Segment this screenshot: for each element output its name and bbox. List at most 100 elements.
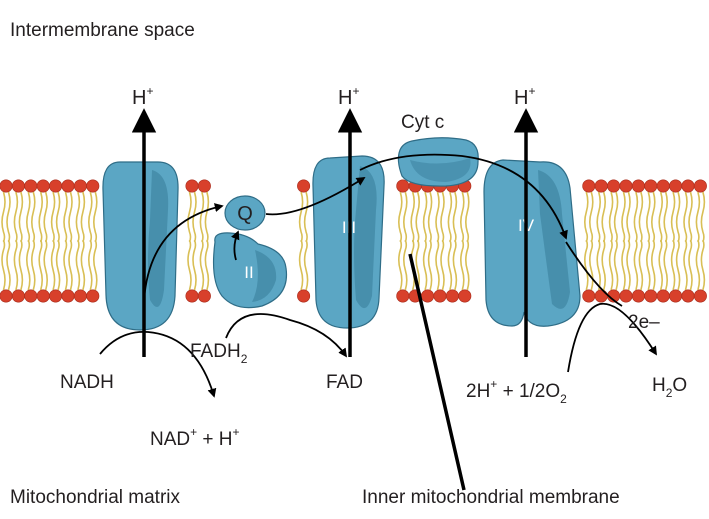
lipid-tail [422, 191, 428, 243]
lipid-tail [663, 191, 668, 243]
lipid-tail [670, 239, 676, 291]
lipid-head [24, 289, 38, 303]
complex-iv: IV [483, 159, 581, 327]
lipid-head [396, 289, 410, 303]
lipid-tail [13, 239, 19, 291]
lipid-tail [199, 239, 205, 291]
lipid-tail [403, 239, 408, 291]
lipid-tail [638, 239, 644, 291]
lipid-tail [626, 239, 631, 291]
lipid-head [607, 179, 621, 193]
lipid-tail [675, 191, 681, 243]
lipid-head [73, 179, 87, 193]
oxygen-protons-label: 2H+ + 1/2O2 [466, 377, 567, 406]
lipid-tail [427, 191, 433, 243]
lipid-head [619, 179, 633, 193]
lipid-tail [584, 239, 589, 291]
lipid-tail [460, 191, 465, 243]
lipid-tail [675, 239, 681, 291]
lipid-head [582, 289, 596, 303]
lipid-head [36, 179, 50, 193]
lipid-tail [638, 191, 644, 243]
lipid-tail [452, 239, 458, 291]
lipid-tail [88, 239, 93, 291]
lipid-tail [410, 191, 415, 243]
lipid-tail [199, 191, 205, 243]
lipid-head [445, 289, 459, 303]
lipid-tail [398, 239, 403, 291]
mitochondrial-matrix-label: Mitochondrial matrix [10, 487, 180, 508]
lipid-tail [427, 239, 433, 291]
lipid-tail [658, 239, 663, 291]
lipid-head [61, 289, 75, 303]
electron-flow-arrows [99, 153, 657, 398]
lipid-tail [192, 239, 197, 291]
lipid-tail [663, 239, 668, 291]
lipid-head [669, 289, 683, 303]
electron-arrow-i-to-q [143, 203, 224, 301]
lipid-tail [80, 239, 86, 291]
lipid-head [11, 289, 25, 303]
lipid-tail [75, 239, 81, 291]
lipid-tail [298, 239, 304, 291]
lipid-head [693, 289, 707, 303]
lipid-tail [584, 191, 589, 243]
lipid-tail [700, 239, 706, 291]
lipid-head [582, 179, 596, 193]
lipid-tail [440, 239, 445, 291]
lipid-tail [596, 191, 601, 243]
lipid-bilayer [0, 179, 707, 303]
lipid-tail [465, 239, 470, 291]
lipid-tail [621, 239, 626, 291]
lipid-tail [683, 191, 688, 243]
lipid-tail [63, 239, 68, 291]
nad-plus-label: NAD+ + H+ [150, 425, 240, 450]
lipid-tail [298, 191, 304, 243]
membrane-leader-line [408, 253, 466, 491]
lipid-tail [31, 239, 36, 291]
lipid-head [36, 289, 50, 303]
lipid-tail [695, 239, 701, 291]
lipid-tail [68, 191, 73, 243]
lipid-tail [447, 239, 453, 291]
cyt-c-label: Cyt c [401, 112, 444, 133]
lipid-tail [38, 239, 43, 291]
lipid-tail [68, 239, 73, 291]
nadh-label: NADH [60, 372, 114, 393]
lipid-tail [50, 191, 56, 243]
lipid-tail [435, 191, 440, 243]
lipid-tail [633, 191, 639, 243]
fadh2-oxidation-arrow [225, 313, 348, 358]
lipid-tail [80, 191, 86, 243]
lipid-head [631, 289, 645, 303]
lipid-tail [589, 191, 594, 243]
lipid-tail [398, 191, 403, 243]
lipid-tail [658, 191, 663, 243]
intermembrane-space-label: Intermembrane space [10, 20, 195, 41]
lipid-head [656, 179, 670, 193]
lipid-tail [651, 191, 656, 243]
lipid-tail [613, 239, 619, 291]
lipid-tail [63, 191, 68, 243]
lipid-tail [601, 191, 606, 243]
lipid-tail [608, 239, 614, 291]
lipid-tail [1, 191, 6, 243]
lipid-tail [26, 239, 31, 291]
lipid-head [49, 179, 63, 193]
lipid-tail [688, 239, 693, 291]
lipid-head [49, 289, 63, 303]
lipid-tail [6, 239, 11, 291]
proton-label-2: H+ [338, 84, 359, 109]
lipid-tail [204, 191, 210, 243]
lipid-tail [303, 191, 309, 243]
lipid-tail [670, 191, 676, 243]
lipid-head [61, 179, 75, 193]
lipid-head [24, 179, 38, 193]
lipid-tail [88, 191, 93, 243]
lipid-tail [646, 239, 651, 291]
lipid-head [681, 289, 695, 303]
lipid-tail [651, 239, 656, 291]
two-electrons-label: 2e– [628, 312, 660, 333]
lipid-head [297, 289, 311, 303]
